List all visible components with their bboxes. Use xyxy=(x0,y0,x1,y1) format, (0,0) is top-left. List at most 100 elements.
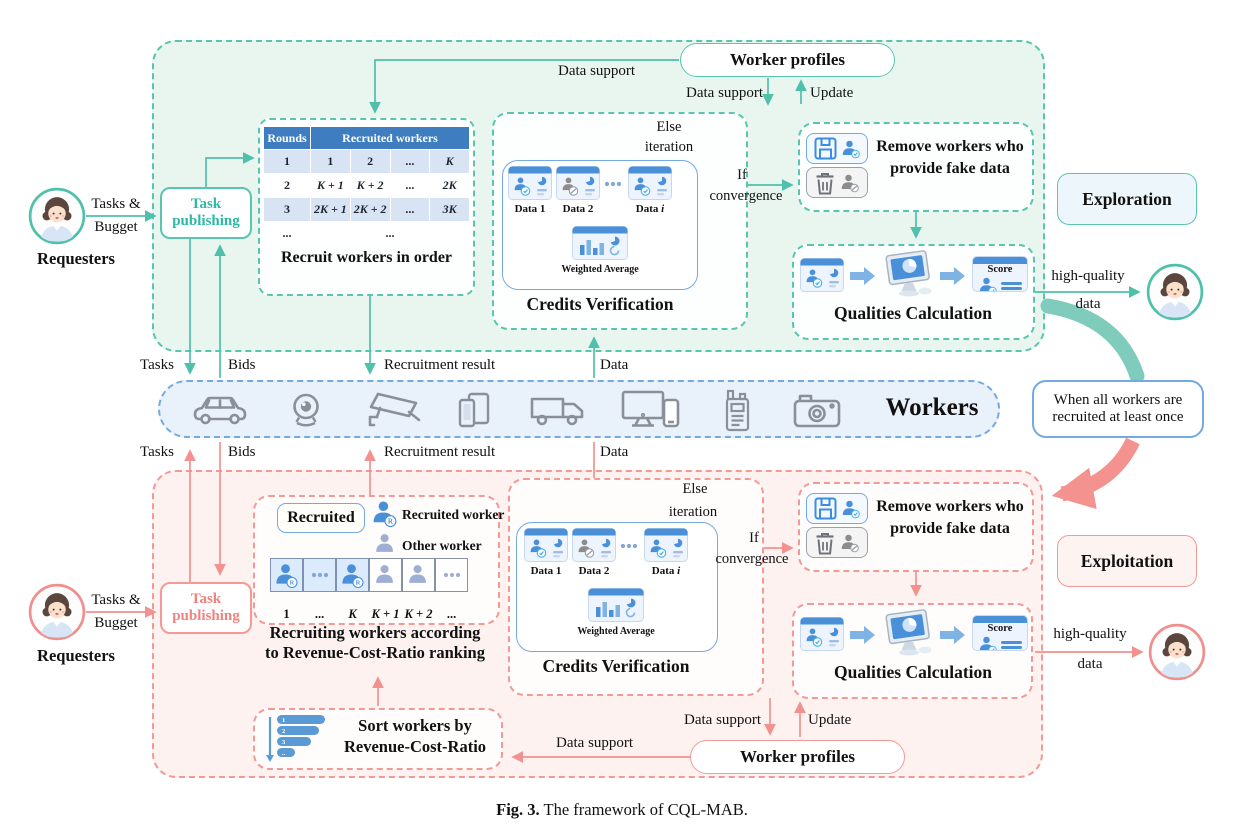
block-arrow-icon xyxy=(850,625,876,645)
worker-slot: R xyxy=(270,558,303,592)
ellipsis-icon xyxy=(604,180,622,188)
requester-avatar-top-right xyxy=(1146,263,1204,321)
label-tasks-budget-bottom-1: Tasks & xyxy=(91,592,141,608)
saved-workers-chip xyxy=(806,493,868,524)
score-lines xyxy=(1001,639,1022,650)
table-cell: 2K xyxy=(430,174,469,197)
requester-avatar-top xyxy=(28,187,86,245)
recruited-tag: Recruited xyxy=(277,503,365,533)
weighted-average-label: Weighted Average xyxy=(561,264,639,275)
label-data-support-sort: Data support xyxy=(556,735,634,751)
label-iteration-top: iteration xyxy=(644,139,694,155)
label-if-top: If xyxy=(737,167,747,183)
computer-calc-icon xyxy=(882,250,936,298)
exploitation-badge: Exploitation xyxy=(1057,535,1197,587)
task-publishing-top-line1: Task xyxy=(190,196,222,212)
label-requesters-top: Requesters xyxy=(37,249,115,268)
ellipsis-icon xyxy=(443,571,461,579)
workers-band-label: Workers xyxy=(885,394,979,421)
label-iteration-bottom: iteration xyxy=(668,504,718,520)
sort-workers-line2: Revenue-Cost-Ratio xyxy=(343,737,487,756)
recruited-worker-icon: R xyxy=(274,562,299,589)
svg-text:1: 1 xyxy=(282,717,285,724)
data-card-blocked-icon xyxy=(572,528,616,562)
label-tasks-budget-top-2: Bugget xyxy=(94,219,138,235)
transition-line2: recruited at least once xyxy=(1052,409,1184,425)
person-blocked-icon xyxy=(840,533,860,553)
remove-workers-bottom-line1: Remove workers who xyxy=(876,498,1024,515)
table-header-recruited: Recruited workers xyxy=(311,127,469,149)
label-high-quality-bottom-1: high-quality xyxy=(1053,626,1127,642)
table-cell: 3 xyxy=(264,198,310,221)
datai-var: i xyxy=(661,203,665,215)
label-convergence-bottom: convergence xyxy=(715,551,789,567)
task-publishing-top-line2: publishing xyxy=(172,213,240,229)
label-tasks-budget-top-1: Tasks & xyxy=(91,196,141,212)
table-header-rounds: Rounds xyxy=(264,127,310,149)
label-high-quality-top-2: data xyxy=(1075,296,1101,312)
datai-label: Data i xyxy=(644,565,688,577)
table-cell: 2 xyxy=(264,174,310,197)
exploration-badge: Exploration xyxy=(1057,173,1197,225)
label-else-top: Else xyxy=(656,119,682,135)
axis-tick-label: 1 xyxy=(283,607,290,621)
label-tasks-top: Tasks xyxy=(140,357,174,373)
score-card-bar xyxy=(973,616,1027,623)
transition-line1: When all workers are xyxy=(1053,392,1183,408)
data1-label: Data 1 xyxy=(530,565,562,577)
radio-icon xyxy=(723,389,753,433)
figure-caption: Fig. 3. The framework of CQL-MAB. xyxy=(0,800,1244,819)
svg-text:R: R xyxy=(290,579,295,586)
datai-var: i xyxy=(677,565,681,577)
transition-condition-box: When all workers are recruited at least … xyxy=(1032,380,1204,438)
weighted-average-icon xyxy=(588,588,644,622)
table-cell: 2K + 1 xyxy=(311,198,350,221)
requester-avatar-bottom xyxy=(28,583,86,641)
table-cell: ... xyxy=(264,222,310,245)
worker-slot: R xyxy=(336,558,369,592)
camera-icon xyxy=(792,392,842,430)
label-update-bottom: Update xyxy=(808,712,852,728)
datai-prefix: Data xyxy=(651,565,678,577)
table-cell: ... xyxy=(390,150,430,173)
worker-slot xyxy=(303,558,336,592)
sort-workers-line1: Sort workers by xyxy=(358,716,472,735)
recruiting-caption-1: Recruiting workers according xyxy=(269,623,481,642)
recruit-order-caption: Recruit workers in order xyxy=(280,249,453,266)
label-data-top: Data xyxy=(600,357,629,373)
svg-text:3: 3 xyxy=(282,739,286,746)
recruiting-caption-2: to Revenue-Cost-Ratio ranking xyxy=(265,643,485,662)
save-icon xyxy=(814,497,837,520)
person-verified-icon xyxy=(978,276,998,291)
qualities-calculation-bottom-title: Qualities Calculation xyxy=(834,662,992,682)
removed-workers-chip xyxy=(806,527,868,558)
person-verified-icon xyxy=(841,139,861,159)
requester-avatar-icon xyxy=(28,583,86,641)
data-card-icon xyxy=(800,258,844,292)
task-publishing-bottom-line2: publishing xyxy=(172,608,240,624)
data-card-icon xyxy=(644,528,688,562)
table-cell: K + 2 xyxy=(350,174,390,197)
recruited-tag-label: Recruited xyxy=(287,509,355,526)
label-high-quality-top-1: high-quality xyxy=(1051,268,1125,284)
requester-avatar-bottom-right xyxy=(1148,623,1206,681)
label-tasks-bottom: Tasks xyxy=(140,444,174,460)
other-worker-icon xyxy=(374,563,397,587)
table-cell: ... xyxy=(311,222,469,245)
task-publishing-bottom-line1: Task xyxy=(190,591,222,607)
data-card-icon xyxy=(800,617,844,651)
qualities-calculation-top-title: Qualities Calculation xyxy=(834,303,992,323)
remove-workers-top-line1: Remove workers who xyxy=(876,138,1024,155)
label-data-bottom: Data xyxy=(600,444,629,460)
save-icon xyxy=(814,137,837,160)
score-card-bottom: Score xyxy=(972,615,1028,651)
datai-prefix: Data xyxy=(635,203,662,215)
svg-text:..: .. xyxy=(282,750,286,757)
person-verified-icon xyxy=(841,499,861,519)
saved-workers-chip xyxy=(806,133,868,164)
recruited-worker-icon: R xyxy=(371,499,398,528)
task-publishing-top: Task publishing xyxy=(160,187,252,239)
legend-other-worker: Other worker xyxy=(402,538,482,553)
